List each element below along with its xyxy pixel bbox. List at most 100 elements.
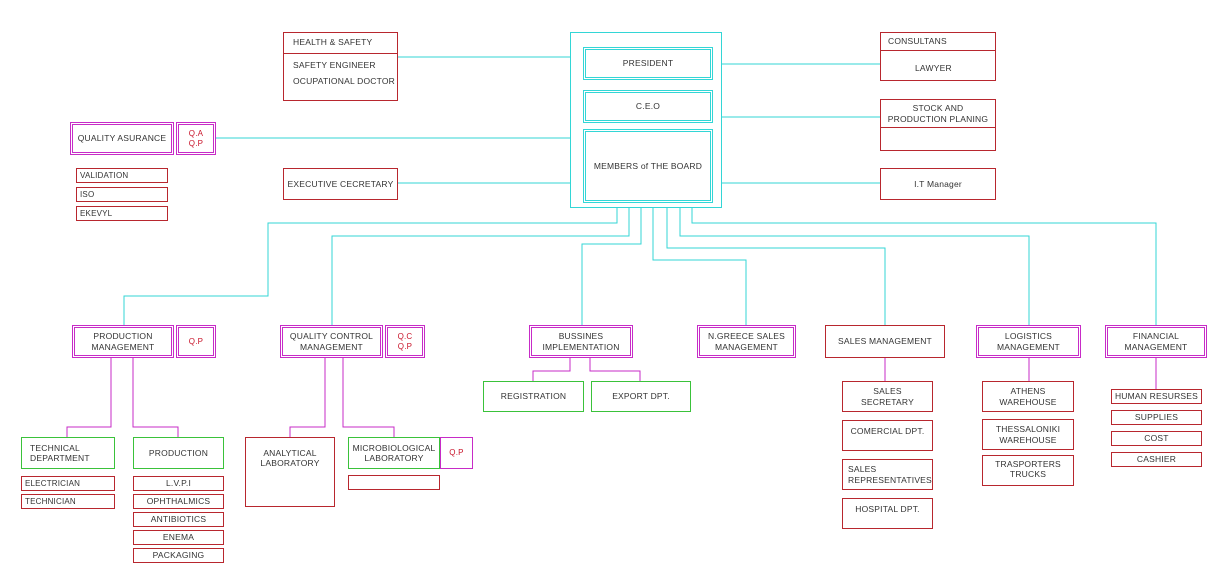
it-manager-label: I.T Manager bbox=[914, 178, 962, 189]
qc-tag-box: Q.C Q.P bbox=[385, 325, 425, 358]
packaging-box[interactable]: PACKAGING bbox=[133, 548, 224, 563]
technician-box[interactable]: TECHNICIAN bbox=[21, 494, 115, 509]
iso-label: ISO bbox=[80, 189, 95, 199]
ophthalmics-box[interactable]: OPHTHALMICS bbox=[133, 494, 224, 509]
registration-box[interactable]: REGISTRATION bbox=[483, 381, 584, 412]
human-resurses-box[interactable]: HUMAN RESURSES bbox=[1111, 389, 1202, 404]
production-management-box[interactable]: PRODUCTION MANAGEMENT bbox=[72, 325, 174, 358]
comercial-dpt-label: COMERCIAL DPT. bbox=[850, 426, 925, 436]
hospital-dpt-label: HOSPITAL DPT. bbox=[855, 504, 920, 514]
cashier-box[interactable]: CASHIER bbox=[1111, 452, 1202, 467]
hospital-dpt-box[interactable]: HOSPITAL DPT. bbox=[842, 498, 933, 529]
ocupational-doctor-label: OCUPATIONAL DOCTOR bbox=[293, 76, 395, 86]
consultants-divider bbox=[881, 50, 995, 51]
quality-assurance-label: QUALITY ASURANCE bbox=[77, 133, 167, 144]
sales-secretary-label: SALES SECRETARY bbox=[861, 386, 914, 407]
antibiotics-box[interactable]: ANTIBIOTICS bbox=[133, 512, 224, 527]
ceo-box[interactable]: C.E.O bbox=[583, 90, 713, 123]
financial-management-label: FINANCIAL MANAGEMENT bbox=[1124, 331, 1188, 352]
microbiological-laboratory-label: MICROBIOLOGICAL LABORATORY bbox=[352, 442, 436, 463]
quality-control-label: QUALITY CONTROL MANAGEMENT bbox=[289, 331, 374, 352]
pm-tag-box: Q.P bbox=[176, 325, 216, 358]
export-dpt-label: EXPORT DPT. bbox=[612, 391, 670, 402]
electrician-label: ELECTRICIAN bbox=[25, 478, 81, 488]
business-implementation-label: BUSSINES IMPLEMENTATION bbox=[542, 331, 620, 352]
stock-planning-label: STOCK AND PRODUCTION PLANING bbox=[887, 103, 989, 124]
technical-department-box[interactable]: TECHNICAL DEPARTMENT bbox=[21, 437, 115, 469]
consultants-title: CONSULTANS bbox=[888, 36, 947, 46]
ophthalmics-label: OPHTHALMICS bbox=[146, 496, 211, 507]
ekevyl-label: EKEVYL bbox=[80, 208, 113, 218]
financial-management-box[interactable]: FINANCIAL MANAGEMENT bbox=[1105, 325, 1207, 358]
trasporters-trucks-box[interactable]: TRASPORTERS TRUCKS bbox=[982, 455, 1074, 486]
health-safety-box[interactable]: HEALTH & SAFETY SAFETY ENGINEER OCUPATIO… bbox=[283, 32, 398, 101]
antibiotics-label: ANTIBIOTICS bbox=[150, 514, 207, 525]
microbiological-laboratory-box[interactable]: MICROBIOLOGICAL LABORATORY bbox=[348, 437, 440, 469]
electrician-box[interactable]: ELECTRICIAN bbox=[21, 476, 115, 491]
production-management-label: PRODUCTION MANAGEMENT bbox=[91, 331, 155, 352]
validation-label: VALIDATION bbox=[80, 170, 129, 180]
it-manager-box[interactable]: I.T Manager bbox=[880, 168, 996, 200]
pm-tag-label: Q.P bbox=[188, 336, 204, 346]
technical-department-label: TECHNICAL DEPARTMENT bbox=[30, 442, 90, 463]
enema-box[interactable]: ENEMA bbox=[133, 530, 224, 545]
packaging-label: PACKAGING bbox=[152, 550, 205, 561]
president-box[interactable]: PRESIDENT bbox=[583, 47, 713, 80]
ngreece-sales-box[interactable]: N.GREECE SALES MANAGEMENT bbox=[697, 325, 796, 358]
consultants-box[interactable]: CONSULTANS LAWYER bbox=[880, 32, 996, 81]
micro-tag-label: Q.P bbox=[449, 448, 464, 458]
executive-secretary-box[interactable]: EXECUTIVE CECRETARY bbox=[283, 168, 398, 200]
supplies-box[interactable]: SUPPLIES bbox=[1111, 410, 1202, 425]
quality-control-box[interactable]: QUALITY CONTROL MANAGEMENT bbox=[280, 325, 383, 358]
logistics-management-label: LOGISTICS MANAGEMENT bbox=[997, 331, 1060, 352]
trasporters-trucks-label: TRASPORTERS TRUCKS bbox=[995, 459, 1061, 480]
comercial-dpt-box[interactable]: COMERCIAL DPT. bbox=[842, 420, 933, 451]
production-label: PRODUCTION bbox=[148, 447, 209, 458]
lawyer-label: LAWYER bbox=[915, 63, 952, 73]
export-dpt-box[interactable]: EXPORT DPT. bbox=[591, 381, 691, 412]
president-label: PRESIDENT bbox=[622, 58, 674, 69]
analytical-laboratory-label: ANALYTICAL LABORATORY bbox=[260, 448, 320, 469]
thessaloniki-warehouse-box[interactable]: THESSALONIKI WAREHOUSE bbox=[982, 419, 1074, 450]
qa-tag-label: Q.A Q.P bbox=[188, 128, 204, 148]
business-implementation-box[interactable]: BUSSINES IMPLEMENTATION bbox=[529, 325, 633, 358]
qa-tag-box: Q.A Q.P bbox=[176, 122, 216, 155]
sales-secretary-box[interactable]: SALES SECRETARY bbox=[842, 381, 933, 412]
members-board-label: MEMBERS of THE BOARD bbox=[593, 160, 703, 171]
logistics-management-box[interactable]: LOGISTICS MANAGEMENT bbox=[976, 325, 1081, 358]
human-resurses-label: HUMAN RESURSES bbox=[1114, 391, 1199, 402]
ekevyl-box[interactable]: EKEVYL bbox=[76, 206, 168, 221]
technician-label: TECHNICIAN bbox=[25, 496, 76, 506]
cost-box[interactable]: COST bbox=[1111, 431, 1202, 446]
ceo-label: C.E.O bbox=[635, 101, 661, 112]
executive-secretary-label: EXECUTIVE CECRETARY bbox=[287, 178, 394, 189]
thessaloniki-warehouse-label: THESSALONIKI WAREHOUSE bbox=[995, 424, 1061, 445]
production-box[interactable]: PRODUCTION bbox=[133, 437, 224, 469]
stock-planning-box[interactable]: STOCK AND PRODUCTION PLANING bbox=[880, 99, 996, 151]
analytical-laboratory-box[interactable]: ANALYTICAL LABORATORY bbox=[245, 437, 335, 507]
micro-sub-box[interactable] bbox=[348, 475, 440, 490]
health-safety-divider bbox=[284, 53, 397, 54]
athens-warehouse-box[interactable]: ATHENS WAREHOUSE bbox=[982, 381, 1074, 412]
lvpi-label: L.V.P.I bbox=[165, 478, 192, 489]
safety-engineer-label: SAFETY ENGINEER bbox=[293, 60, 376, 70]
sales-management-box[interactable]: SALES MANAGEMENT bbox=[825, 325, 945, 358]
sales-management-label: SALES MANAGEMENT bbox=[838, 336, 932, 347]
registration-label: REGISTRATION bbox=[500, 391, 567, 402]
lvpi-box[interactable]: L.V.P.I bbox=[133, 476, 224, 491]
quality-assurance-box[interactable]: QUALITY ASURANCE bbox=[70, 122, 174, 155]
sales-representatives-box[interactable]: SALES REPRESENTATIVES bbox=[842, 459, 933, 490]
health-safety-title: HEALTH & SAFETY bbox=[293, 37, 373, 47]
athens-warehouse-label: ATHENS WAREHOUSE bbox=[999, 386, 1057, 407]
enema-label: ENEMA bbox=[162, 532, 195, 543]
micro-tag-box: Q.P bbox=[440, 437, 473, 469]
qc-tag-label: Q.C Q.P bbox=[397, 331, 413, 351]
members-board-box[interactable]: MEMBERS of THE BOARD bbox=[583, 129, 713, 203]
ngreece-sales-label: N.GREECE SALES MANAGEMENT bbox=[708, 331, 785, 352]
supplies-label: SUPPLIES bbox=[1134, 412, 1179, 423]
validation-box[interactable]: VALIDATION bbox=[76, 168, 168, 183]
cashier-label: CASHIER bbox=[1136, 454, 1177, 465]
sales-representatives-label: SALES REPRESENTATIVES bbox=[848, 464, 932, 485]
iso-box[interactable]: ISO bbox=[76, 187, 168, 202]
